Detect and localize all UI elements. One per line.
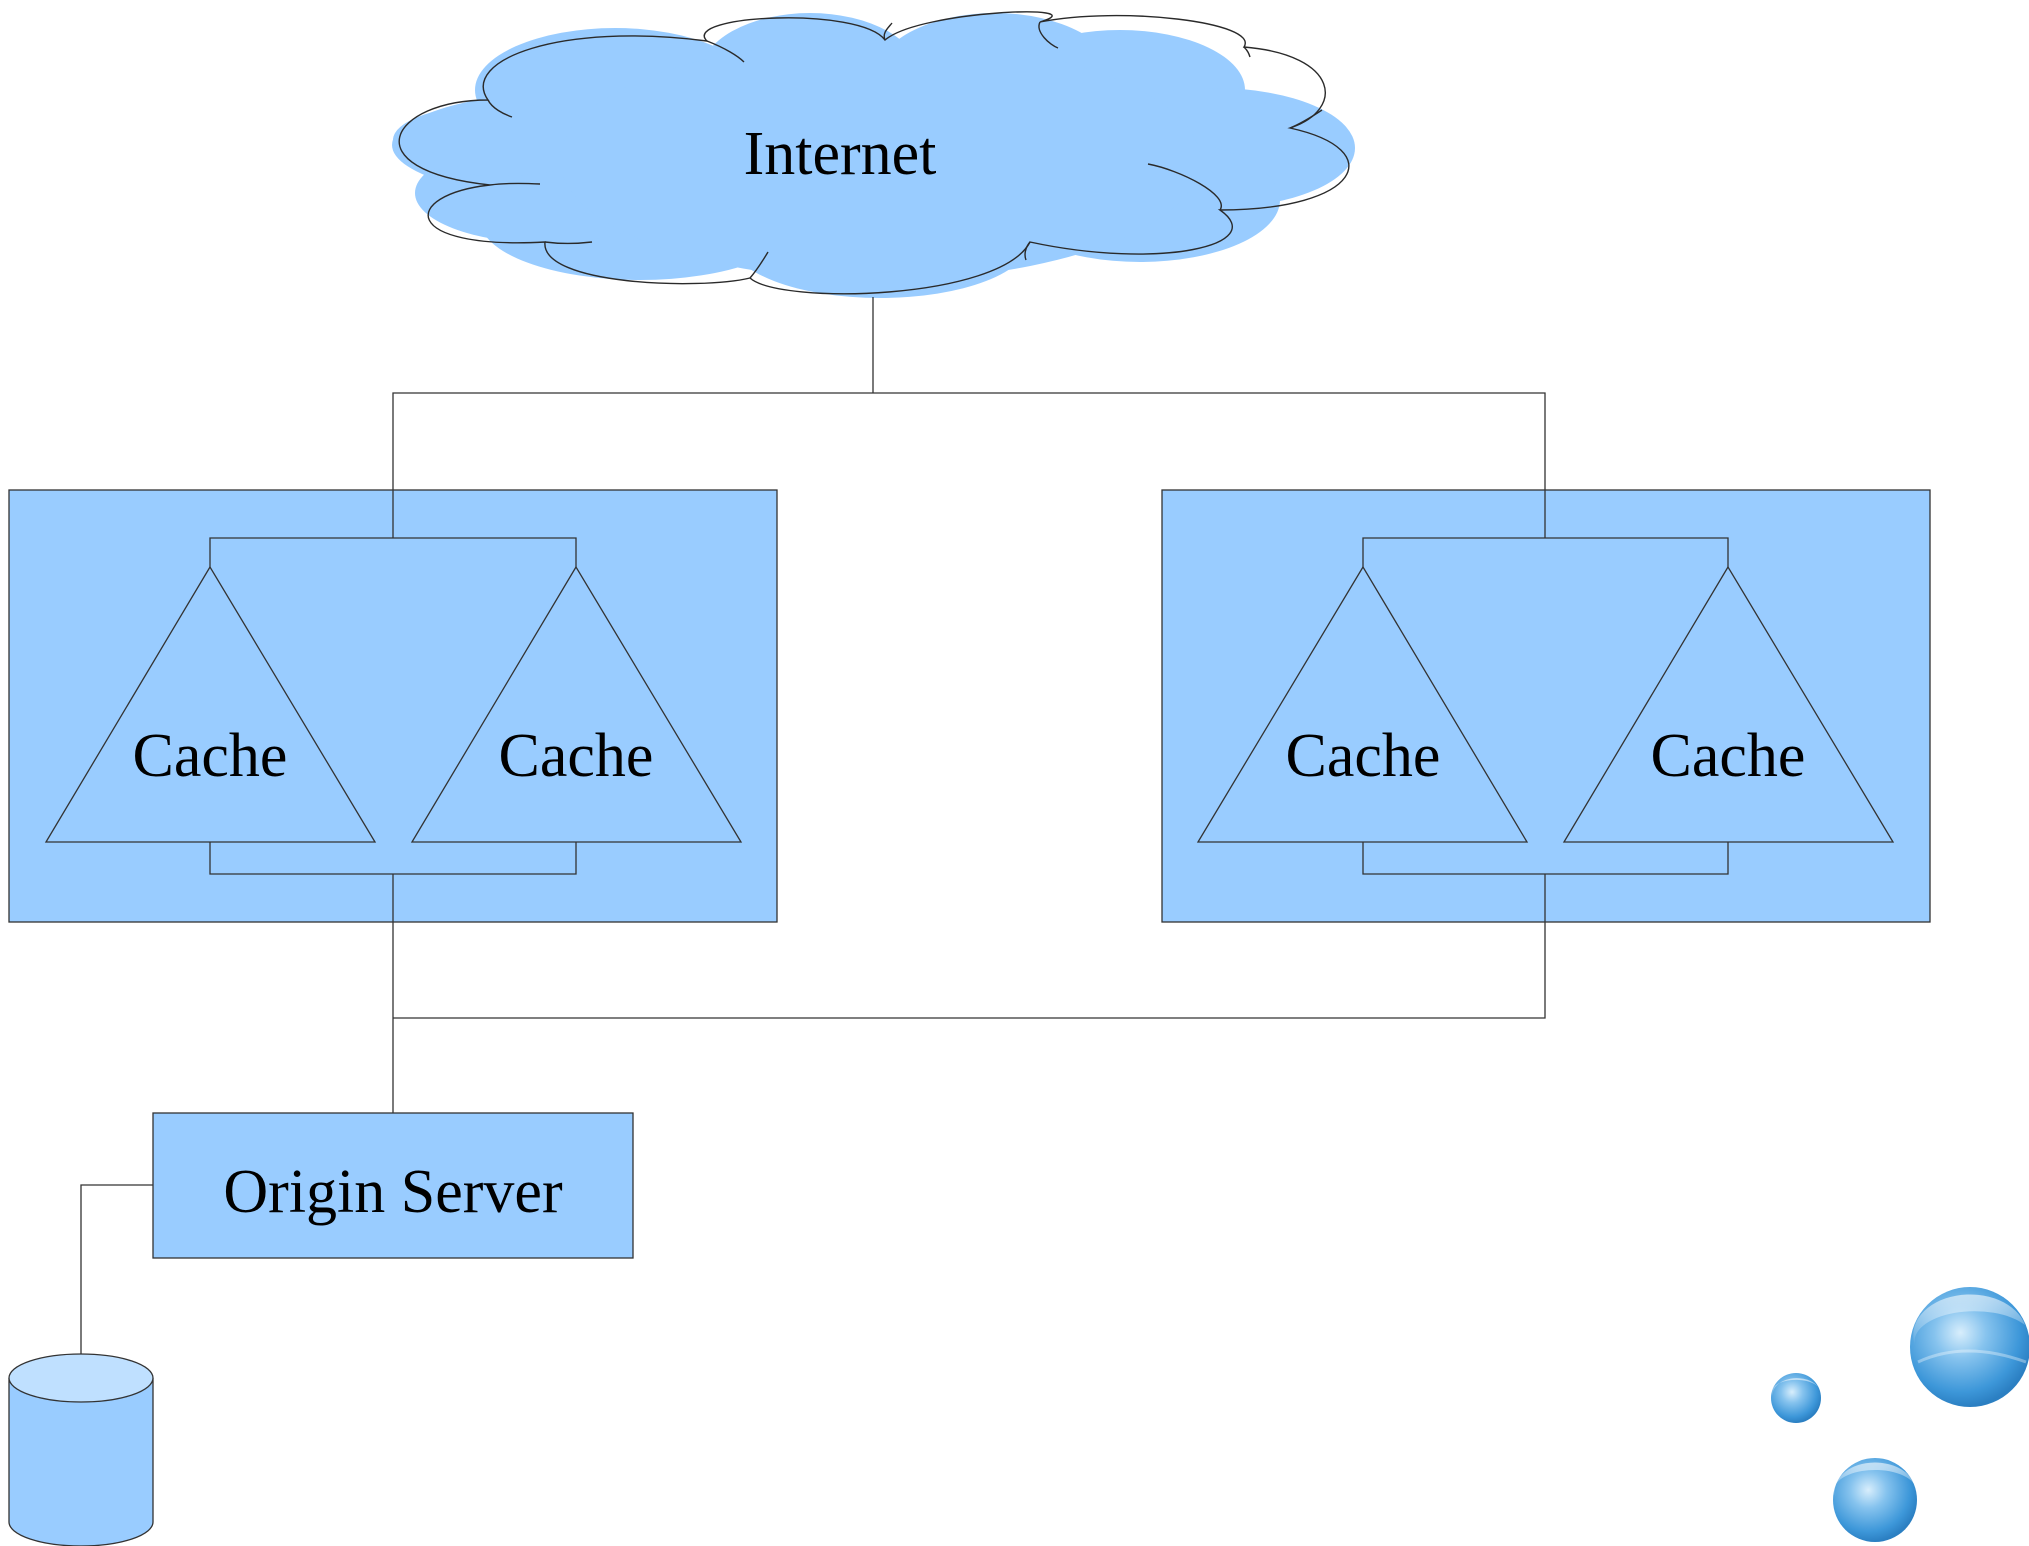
cache-cluster-left [8, 489, 778, 923]
cache-label: Cache [1286, 722, 1441, 790]
origin-server: Origin Server [152, 1112, 634, 1259]
cache-node: Cache [410, 565, 743, 843]
cache-label: Cache [499, 722, 654, 790]
internet-label: Internet [744, 120, 937, 188]
cache-label: Cache [1651, 722, 1806, 790]
cache-label: Cache [133, 722, 288, 790]
origin-connectors [392, 922, 1546, 1113]
origin-server-label: Origin Server [223, 1158, 563, 1226]
database-connector [80, 1184, 153, 1355]
bubble-large [1910, 1287, 2029, 1407]
internet-cloud: Internet [392, 11, 1355, 298]
cache-node: Cache [44, 565, 377, 843]
decorative-bubbles [1771, 1287, 2029, 1542]
bubble-medium [1833, 1458, 1917, 1542]
cache-cluster-right [1161, 489, 1931, 923]
internet-connectors [392, 297, 1546, 538]
cache-node: Cache [1196, 565, 1529, 843]
bubble-small [1771, 1373, 1821, 1423]
database-cylinder-icon [8, 1353, 154, 1546]
cluster-connectors [209, 490, 1729, 922]
cache-node: Cache [1562, 565, 1895, 843]
